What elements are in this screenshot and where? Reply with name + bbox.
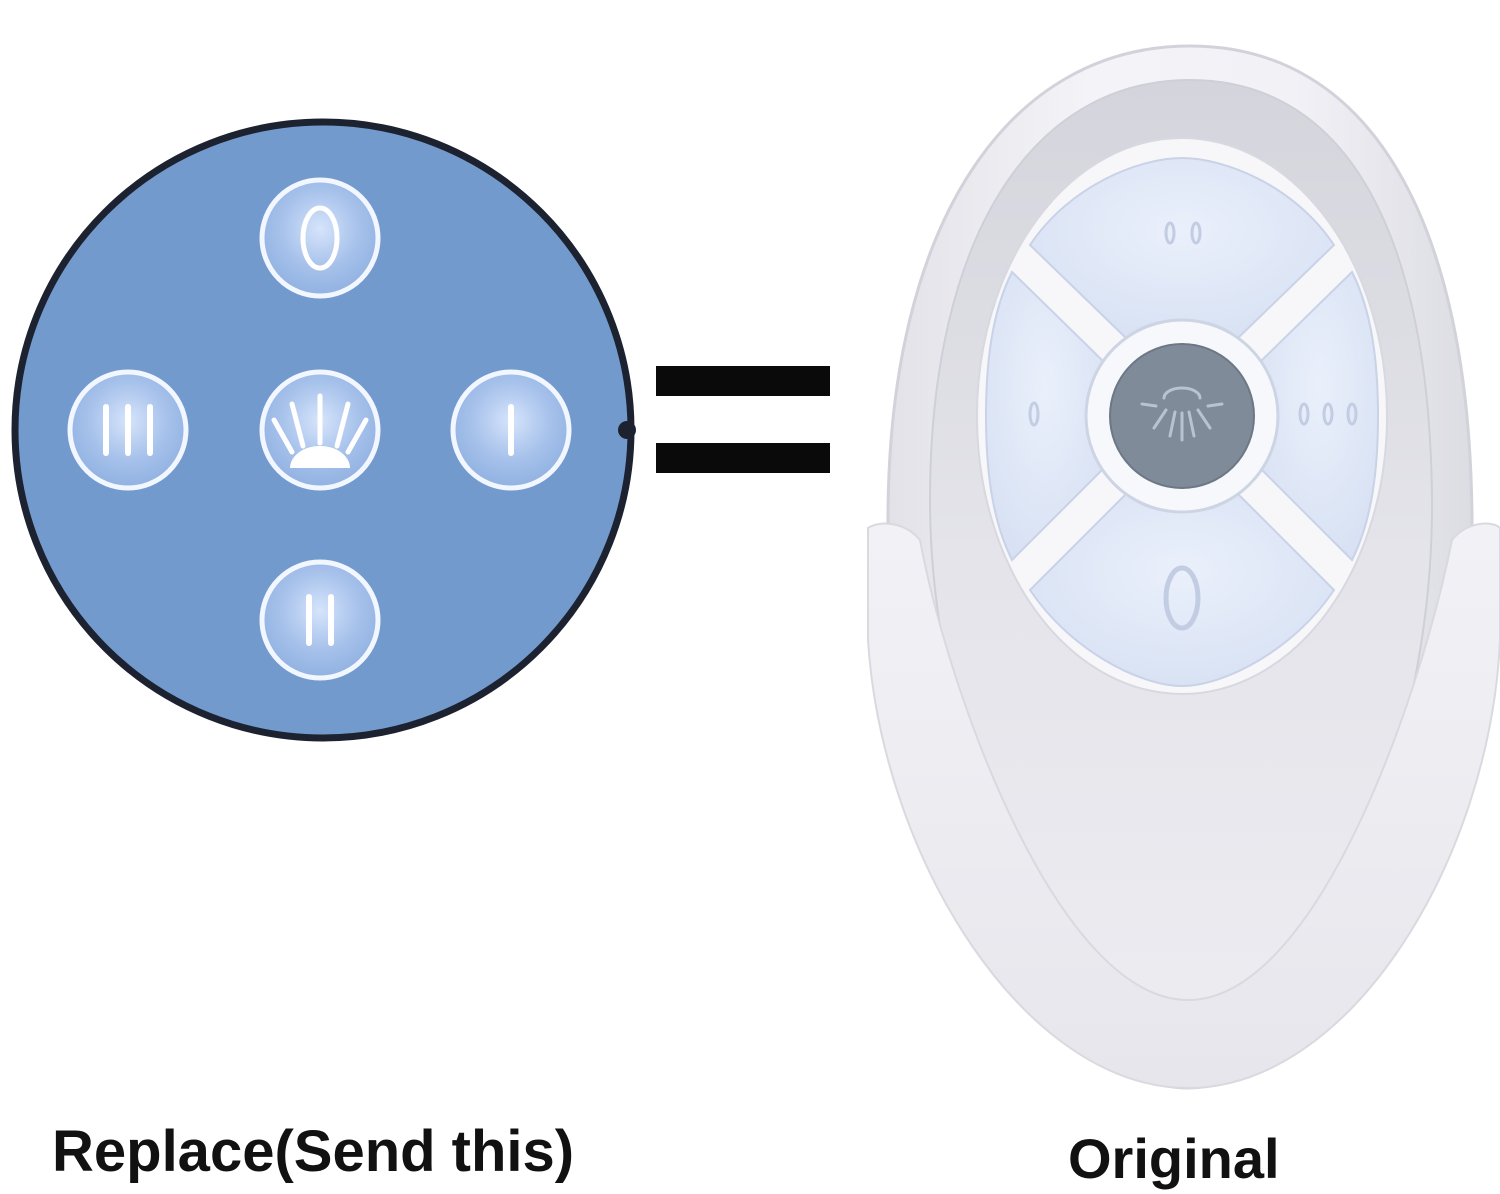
original-button-light[interactable]: [1109, 343, 1255, 489]
equals-sign: [656, 366, 830, 473]
speed-3-icon: [1298, 402, 1358, 426]
light-icon: [1140, 386, 1224, 442]
replacement-button-light[interactable]: [259, 369, 381, 491]
replacement-caption: Replace(Send this): [52, 1119, 575, 1184]
replacement-button-high[interactable]: [67, 369, 189, 491]
original-remote: [867, 44, 1500, 1090]
fan-off-icon: [300, 205, 340, 271]
speed-2-icon: [306, 594, 334, 646]
replacement-remote-notch: [618, 421, 636, 439]
speed-2-icon: [1164, 221, 1202, 245]
original-remote-cradle: [867, 522, 1500, 1090]
replacement-button-off[interactable]: [259, 177, 381, 299]
light-icon: [271, 393, 369, 468]
fan-off-icon: [1163, 565, 1201, 631]
speed-1-icon: [1028, 401, 1040, 427]
replacement-button-low[interactable]: [450, 369, 572, 491]
replacement-button-medium[interactable]: [259, 559, 381, 681]
replacement-remote: [11, 118, 636, 742]
speed-3-icon: [103, 404, 153, 456]
original-caption: Original: [1068, 1127, 1280, 1190]
